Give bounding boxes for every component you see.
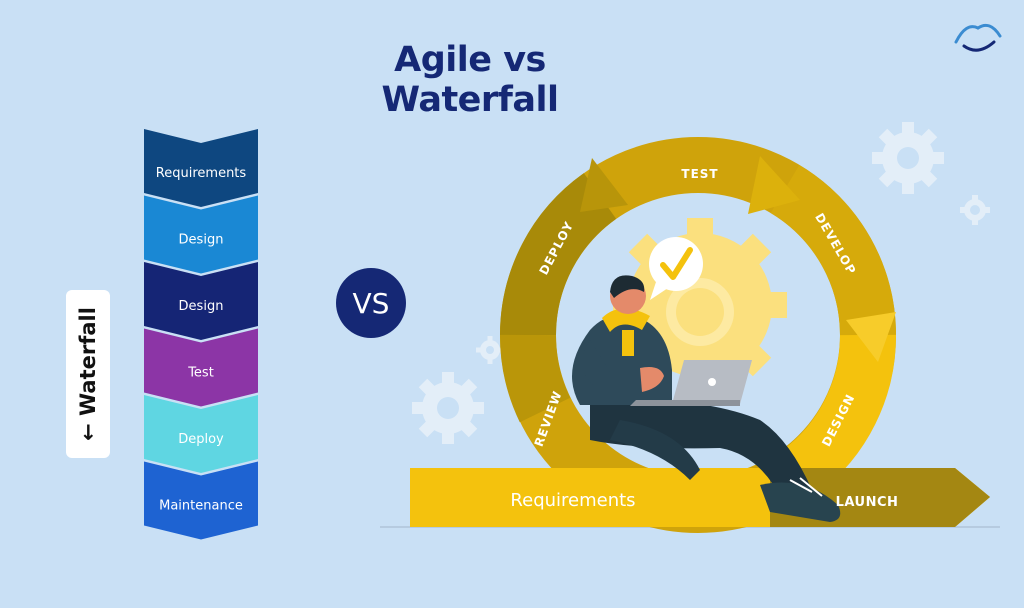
vs-badge: VS xyxy=(336,268,406,338)
gear-icon xyxy=(476,336,504,364)
logo-icon xyxy=(954,23,1002,52)
waterfall-step-6 xyxy=(144,461,258,540)
gear-icon xyxy=(960,195,990,225)
waterfall-step-2 xyxy=(144,195,258,274)
waterfall-step-label-maintenance: Maintenance xyxy=(159,499,243,514)
gear-icon xyxy=(412,372,484,444)
waterfall-step-label-design: Design xyxy=(179,299,224,314)
waterfall-step-label-deploy: Deploy xyxy=(178,432,224,447)
waterfall-tag: ← Waterfall xyxy=(66,290,110,458)
gear-icon xyxy=(872,122,944,194)
requirements-arrow xyxy=(410,468,990,527)
waterfall-step-label-requirements: Requirements xyxy=(156,166,247,181)
waterfall-step-1 xyxy=(144,129,258,207)
launch-label: LAUNCH xyxy=(836,495,899,510)
page-title: Agile vs Waterfall xyxy=(381,40,559,120)
waterfall-step-label-test: Test xyxy=(187,366,214,381)
checkmark-icon xyxy=(649,237,703,300)
laptop-icon xyxy=(630,360,752,406)
waterfall-step-4 xyxy=(144,328,258,407)
waterfall-step-3 xyxy=(144,262,258,340)
waterfall-step-5 xyxy=(144,395,258,473)
requirements-label: Requirements xyxy=(510,490,635,511)
cycle-label-test: TEST xyxy=(681,167,718,181)
waterfall-step-label-design: Design xyxy=(179,233,224,248)
person-illustration xyxy=(572,275,841,522)
